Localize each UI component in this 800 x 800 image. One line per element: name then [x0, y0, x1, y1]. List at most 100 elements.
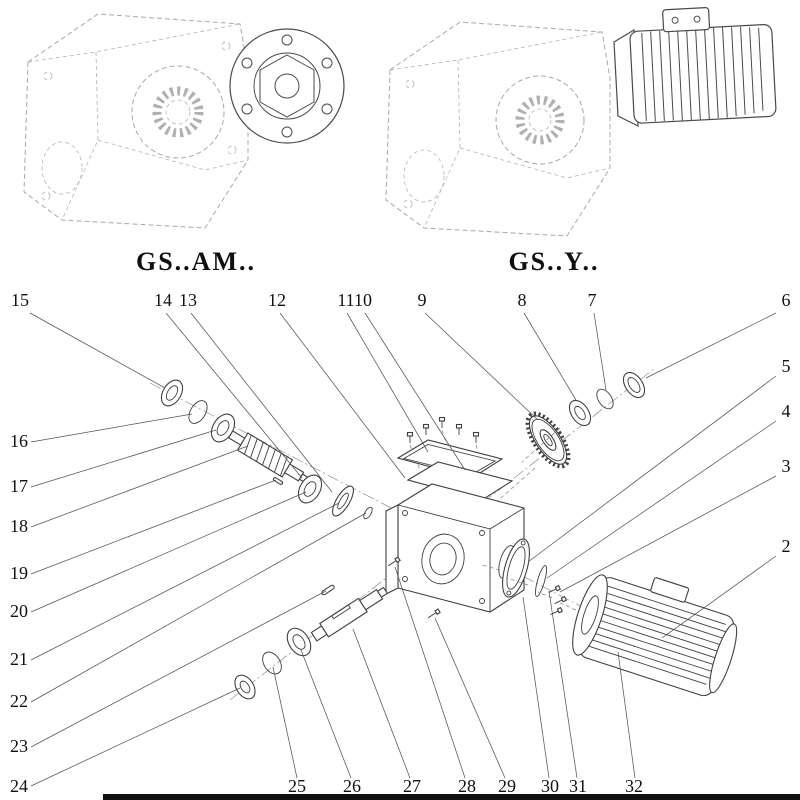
callout-number-30: 30 — [541, 776, 559, 796]
leader-line-14 — [165, 312, 303, 479]
oil-seal-input — [160, 379, 184, 407]
leader-line-2 — [661, 555, 777, 639]
bolt-lower — [427, 608, 441, 619]
callout-number-22: 22 — [10, 691, 28, 711]
callout-number-7: 7 — [588, 290, 597, 310]
o-ring-cover — [535, 565, 547, 597]
motor-exploded — [572, 574, 738, 697]
callout-number-4: 4 — [782, 401, 791, 421]
helical-gear — [525, 411, 571, 469]
leader-line-26 — [300, 649, 352, 779]
callout-number-14: 14 — [154, 290, 172, 310]
leader-line-6 — [645, 312, 777, 379]
flange-bolts — [481, 564, 577, 615]
leader-line-3 — [559, 475, 777, 593]
leader-line-32 — [617, 651, 636, 779]
callout-number-9: 9 — [418, 290, 427, 310]
callout-number-8: 8 — [518, 290, 527, 310]
callout-number-32: 32 — [625, 776, 643, 796]
gearbox-gsy-drawing — [385, 7, 777, 237]
callout-number-16: 16 — [10, 431, 28, 451]
gearbox-housing — [385, 483, 525, 613]
callout-number-10: 10 — [354, 290, 372, 310]
leader-line-10 — [364, 312, 466, 471]
dowel-pin — [321, 584, 335, 596]
callout-number-29: 29 — [498, 776, 516, 796]
callout-number-19: 19 — [10, 563, 28, 583]
callout-number-28: 28 — [458, 776, 476, 796]
circlip-output — [262, 651, 282, 675]
output-shaft — [310, 586, 389, 642]
callout-number-25: 25 — [288, 776, 306, 796]
leader-line-27 — [352, 628, 411, 779]
side-cover-flange — [502, 538, 530, 598]
washer-output — [234, 674, 256, 700]
callout-number-2: 2 — [782, 536, 791, 556]
callout-number-5: 5 — [782, 356, 791, 376]
callout-number-17: 17 — [10, 476, 28, 496]
leader-line-9 — [424, 312, 539, 421]
callout-number-3: 3 — [782, 456, 791, 476]
leader-line-25 — [272, 666, 298, 779]
callout-number-13: 13 — [179, 290, 197, 310]
model-label-gsam: GS..AM.. — [136, 247, 256, 276]
leader-line-16 — [30, 413, 193, 443]
callout-number-6: 6 — [782, 290, 791, 310]
leader-line-12 — [279, 312, 406, 479]
leader-line-17 — [30, 429, 217, 488]
callout-number-24: 24 — [10, 776, 28, 796]
motor-rear-cap — [709, 623, 738, 694]
leader-line-20 — [30, 491, 307, 613]
callout-number-26: 26 — [343, 776, 361, 796]
bearing-gear — [568, 399, 592, 427]
callout-number-21: 21 — [10, 649, 28, 669]
leader-line-7 — [593, 312, 607, 391]
bearing-input-rear — [297, 474, 323, 504]
callout-number-11: 11 — [337, 290, 354, 310]
leader-line-24 — [30, 687, 241, 787]
leader-line-5 — [527, 375, 777, 563]
callout-number-18: 18 — [10, 516, 28, 536]
callout-number-20: 20 — [10, 601, 28, 621]
bearing-output — [286, 627, 312, 657]
bolt-upper — [387, 556, 401, 567]
leader-line-8 — [523, 312, 577, 401]
leader-line-11 — [346, 312, 429, 453]
leader-line-28 — [394, 566, 466, 779]
output-flange-drawing — [229, 28, 345, 144]
leader-line-21 — [30, 502, 340, 661]
leader-line-15 — [29, 312, 166, 389]
o-ring-small — [363, 506, 373, 520]
leader-line-18 — [30, 445, 249, 528]
leader-line-29 — [434, 617, 506, 779]
key-pin-input — [272, 477, 284, 485]
callout-number-31: 31 — [569, 776, 587, 796]
leader-line-23 — [30, 590, 327, 748]
circlip-input — [188, 400, 208, 424]
oil-seal-gear — [622, 371, 646, 399]
leader-line-4 — [546, 420, 777, 579]
leader-line-13 — [190, 312, 333, 493]
leader-line-30 — [522, 596, 550, 779]
motor-drawing — [613, 7, 777, 127]
leader-line-31 — [548, 590, 578, 779]
model-label-gsy: GS..Y.. — [508, 247, 599, 276]
callout-number-23: 23 — [10, 736, 28, 756]
exploded-view — [149, 367, 738, 701]
input-boss-ribs — [152, 86, 204, 138]
motor-front-flange — [572, 574, 608, 656]
callout-number-12: 12 — [268, 290, 286, 310]
motor-terminal-box — [650, 577, 690, 603]
terminal-box — [662, 7, 711, 33]
gearbox-gsam-drawing — [23, 13, 345, 229]
leader-line-22 — [30, 512, 367, 703]
page-edge-bar — [103, 794, 800, 800]
leader-line-19 — [30, 479, 277, 575]
circlip-gear — [596, 388, 614, 410]
callout-number-27: 27 — [403, 776, 421, 796]
worm-shaft — [227, 430, 311, 485]
callout-number-15: 15 — [11, 290, 29, 310]
